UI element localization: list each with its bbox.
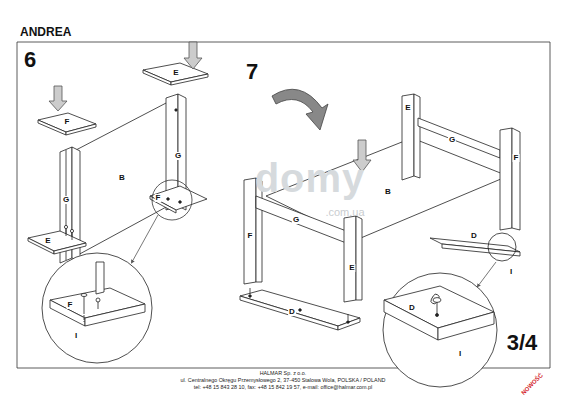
footer-text: tel: +48 15 843 28 10, fax: +48 15 842 1… xyxy=(194,385,373,390)
footer-text: ul. Centralnego Okręgu Przemysłowego 2, … xyxy=(181,378,386,383)
footer-text: HALMAR Sp. z o.o. xyxy=(260,371,307,376)
page-number: 3/4 xyxy=(507,332,538,354)
part-letter: G xyxy=(62,196,70,204)
part-letter: B xyxy=(118,174,126,182)
part-letter: G xyxy=(448,136,456,144)
part-letter: E xyxy=(44,237,51,245)
part-letter: B xyxy=(384,188,392,196)
watermark: .com.ua xyxy=(325,207,364,218)
watermark: domy xyxy=(255,158,366,198)
part-letter: F xyxy=(247,232,254,240)
new-badge: NOWOŚĆ xyxy=(520,372,544,396)
part-letter: E xyxy=(404,104,411,112)
part-letter: I xyxy=(509,268,513,276)
part-letter: F xyxy=(155,194,162,202)
part-letter: I xyxy=(74,332,78,340)
part-letter: E xyxy=(172,69,179,77)
step-number: 6 xyxy=(24,49,36,71)
part-letter: D xyxy=(408,304,416,312)
title: ANDREA xyxy=(20,25,71,39)
part-letter: G xyxy=(174,152,182,160)
part-letter: E xyxy=(348,264,355,272)
part-letter: F xyxy=(64,118,71,126)
part-letter: I xyxy=(458,350,462,358)
part-letter: G xyxy=(292,216,300,224)
step-number: 7 xyxy=(246,61,258,83)
part-letter: F xyxy=(67,301,74,309)
part-letter: D xyxy=(470,232,478,240)
part-letter: F xyxy=(513,154,520,162)
part-letter: D xyxy=(288,308,296,316)
